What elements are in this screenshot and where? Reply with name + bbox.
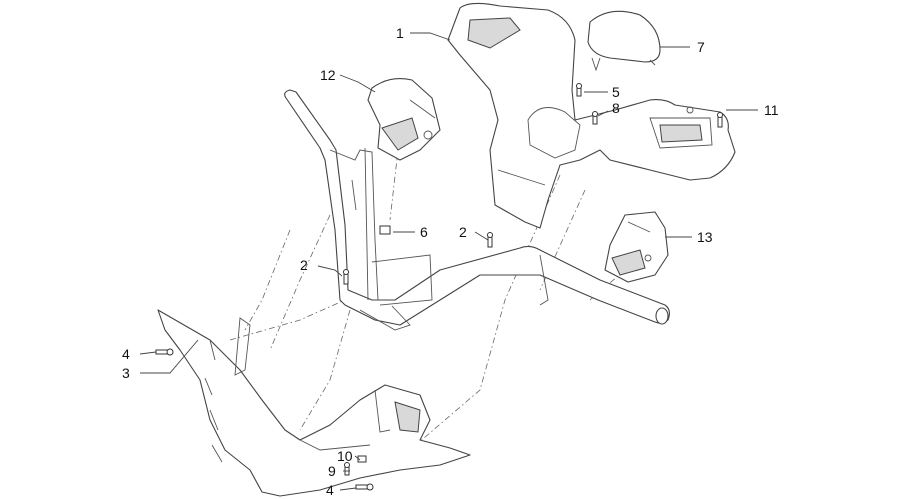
callout-2-right: 2 bbox=[459, 224, 467, 240]
callout-9: 9 bbox=[328, 463, 336, 479]
leader-lines bbox=[139, 32, 758, 491]
lower-cover-part-3 bbox=[157, 309, 471, 497]
screw-2-right bbox=[487, 232, 493, 248]
screw-4-upper bbox=[155, 348, 174, 356]
clip-10 bbox=[357, 455, 367, 463]
handlebar-frame bbox=[284, 89, 671, 331]
callout-4-lower: 4 bbox=[326, 482, 334, 498]
screw-9 bbox=[344, 462, 350, 476]
callout-1: 1 bbox=[396, 25, 404, 41]
callout-12: 12 bbox=[320, 67, 336, 83]
callout-10: 10 bbox=[337, 448, 353, 464]
screws bbox=[155, 83, 723, 491]
callout-labels: 1 2 2 3 4 4 5 6 7 8 9 10 11 12 13 bbox=[122, 25, 779, 498]
cap-part-7 bbox=[587, 10, 661, 72]
callout-6: 6 bbox=[420, 224, 428, 240]
callout-11: 11 bbox=[764, 102, 779, 118]
switch-housing-left bbox=[367, 78, 441, 161]
callout-13: 13 bbox=[697, 229, 713, 245]
callout-7: 7 bbox=[697, 39, 705, 55]
callout-4-upper: 4 bbox=[122, 346, 130, 362]
handlebar-cover-upper bbox=[447, 2, 736, 229]
callout-8: 8 bbox=[612, 100, 620, 116]
screw-2-left bbox=[343, 269, 349, 285]
callout-5: 5 bbox=[612, 84, 620, 100]
screw-5 bbox=[576, 83, 582, 97]
callout-2-left: 2 bbox=[300, 257, 308, 273]
screw-4-lower bbox=[355, 483, 374, 491]
switch-housing-right bbox=[604, 211, 669, 283]
screw-11 bbox=[717, 112, 723, 128]
callout-3: 3 bbox=[122, 365, 130, 381]
screw-8 bbox=[592, 111, 598, 125]
nut-6 bbox=[379, 225, 391, 235]
